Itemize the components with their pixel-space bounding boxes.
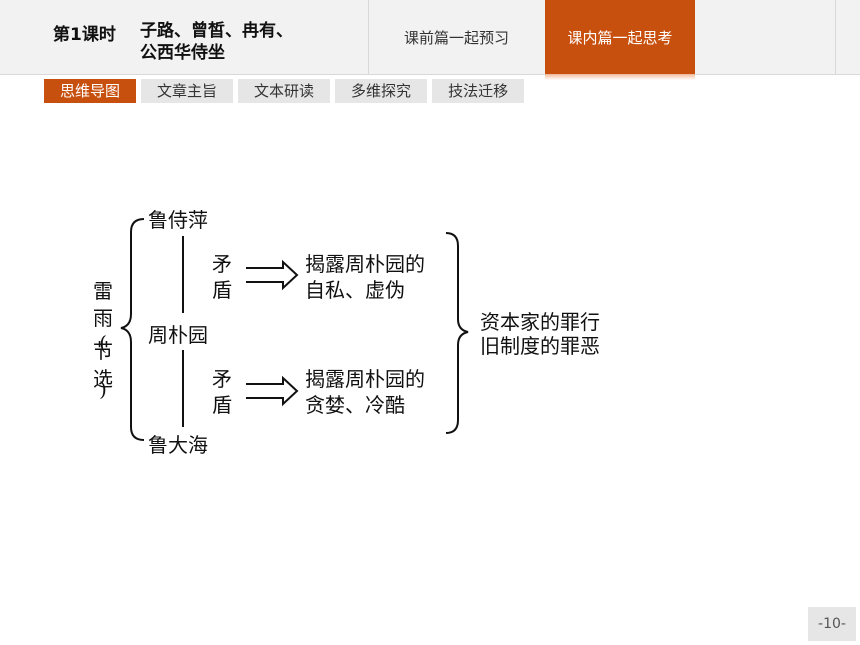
double-arrow-icon xyxy=(246,375,299,407)
header-bar: 第1课时 子路、曾皙、冉有、 公西华侍坐 课前篇一起预习 课内篇一起思考 xyxy=(0,0,860,75)
subtab-text-study[interactable]: 文本研读 xyxy=(238,79,331,103)
root-char: 选 xyxy=(93,367,113,391)
subtab-technique[interactable]: 技法迁移 xyxy=(432,79,525,103)
lesson-title: 子路、曾皙、冉有、 公西华侍坐 xyxy=(140,21,293,63)
page-number: -10- xyxy=(808,607,856,641)
lesson-heading: 第1课时 子路、曾皙、冉有、 公西华侍坐 xyxy=(0,0,369,74)
root-char: 雷 xyxy=(93,279,113,303)
conclusion-line1: 资本家的罪行 xyxy=(480,310,600,334)
result-top-line1: 揭露周朴园的 xyxy=(305,252,425,276)
conflict-label: 盾 xyxy=(212,278,232,302)
result-bottom-line2: 贪婪、冷酷 xyxy=(305,393,405,417)
subtab-mind-map[interactable]: 思维导图 xyxy=(44,79,137,103)
node-lu-shiping: 鲁侍萍 xyxy=(148,208,208,232)
node-zhou-puyuan: 周朴园 xyxy=(148,323,208,347)
root-char: 雨 xyxy=(93,306,113,330)
conclusion-line2: 旧制度的罪恶 xyxy=(480,334,600,358)
node-lu-dahai: 鲁大海 xyxy=(148,433,208,457)
root-char: ) xyxy=(99,377,107,401)
left-brace xyxy=(120,218,145,441)
tab-in-class[interactable]: 课内篇一起思考 xyxy=(545,0,695,74)
root-char: ( xyxy=(99,331,107,355)
subtab-exploration[interactable]: 多维探究 xyxy=(335,79,428,103)
result-bottom-line1: 揭露周朴园的 xyxy=(305,367,425,391)
double-arrow-icon xyxy=(246,259,299,291)
conflict-label: 矛 xyxy=(212,252,232,276)
tab-preview[interactable]: 课前篇一起预习 xyxy=(403,28,509,47)
result-top-line2: 自私、虚伪 xyxy=(305,278,405,302)
conflict-label: 盾 xyxy=(212,393,232,417)
header-divider xyxy=(835,0,836,74)
conflict-label: 矛 xyxy=(212,367,232,391)
subtab-main-idea[interactable]: 文章主旨 xyxy=(141,79,234,103)
root-char: 节 xyxy=(93,339,113,363)
right-brace xyxy=(445,232,469,434)
subtab-bar: 思维导图 文章主旨 文本研读 多维探究 技法迁移 xyxy=(44,79,525,103)
lesson-number: 第1课时 xyxy=(53,25,116,45)
active-tab-shadow xyxy=(545,74,695,80)
